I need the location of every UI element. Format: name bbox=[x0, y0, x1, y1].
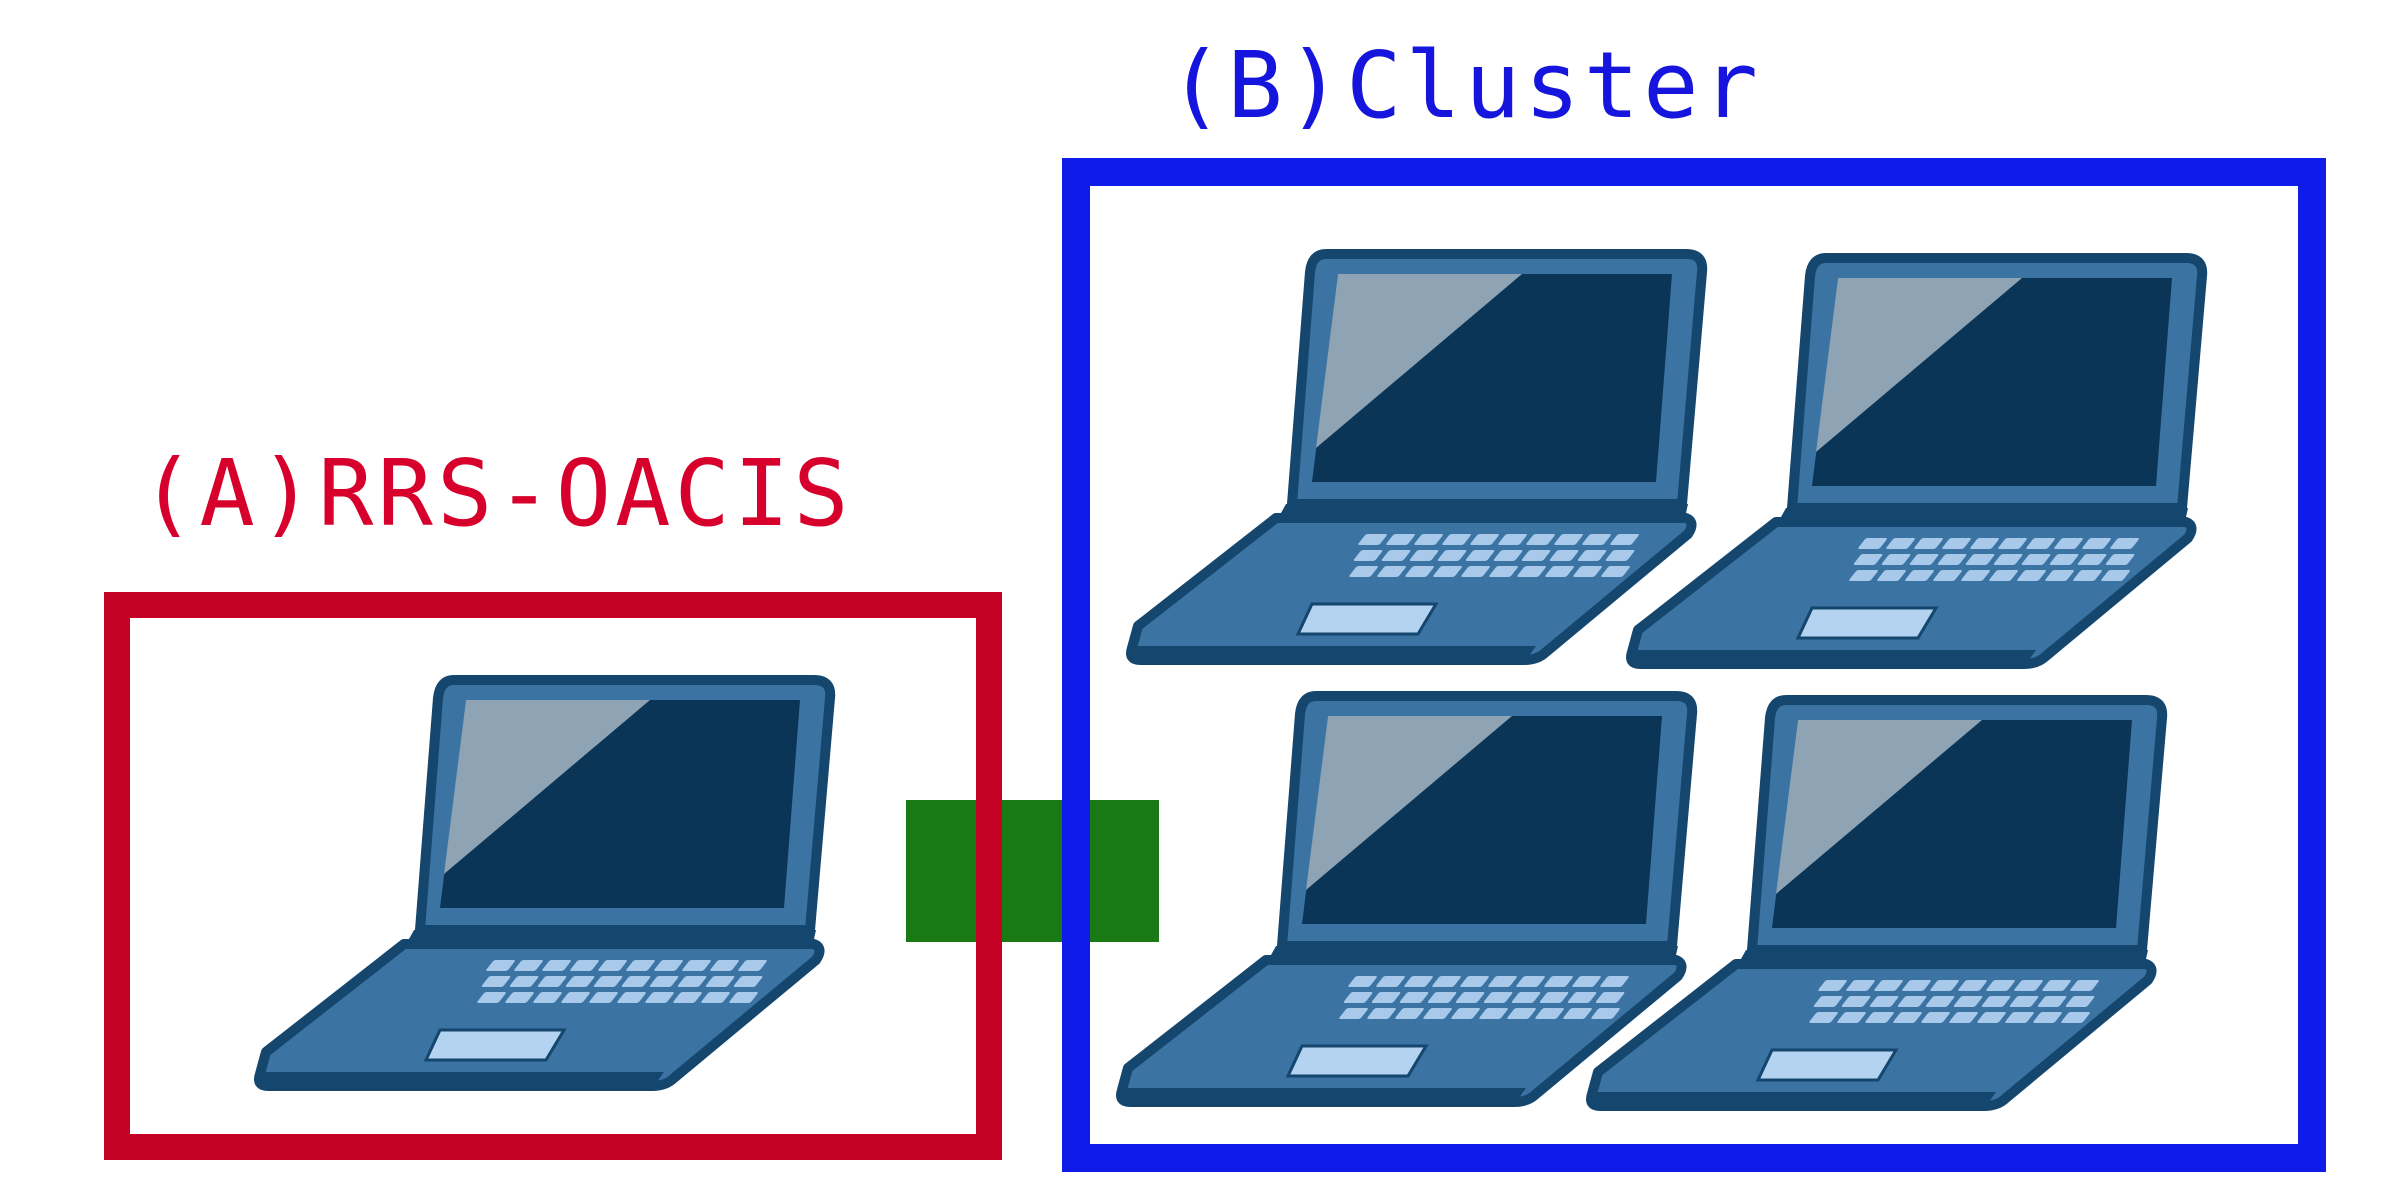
cluster-node-laptop-icon bbox=[1626, 246, 2226, 676]
cluster-box bbox=[1062, 158, 2326, 1172]
client-label: (A)RRS-OACIS bbox=[140, 440, 853, 547]
cluster-node-laptop-icon bbox=[1116, 684, 1716, 1114]
cluster-node-laptop-icon bbox=[1586, 688, 2186, 1118]
connection-link bbox=[906, 800, 1159, 942]
client-laptop-icon bbox=[254, 668, 854, 1098]
client-box bbox=[104, 592, 1002, 1160]
cluster-label: (B)Cluster bbox=[1168, 32, 1762, 139]
cluster-node-laptop-icon bbox=[1126, 242, 1726, 672]
